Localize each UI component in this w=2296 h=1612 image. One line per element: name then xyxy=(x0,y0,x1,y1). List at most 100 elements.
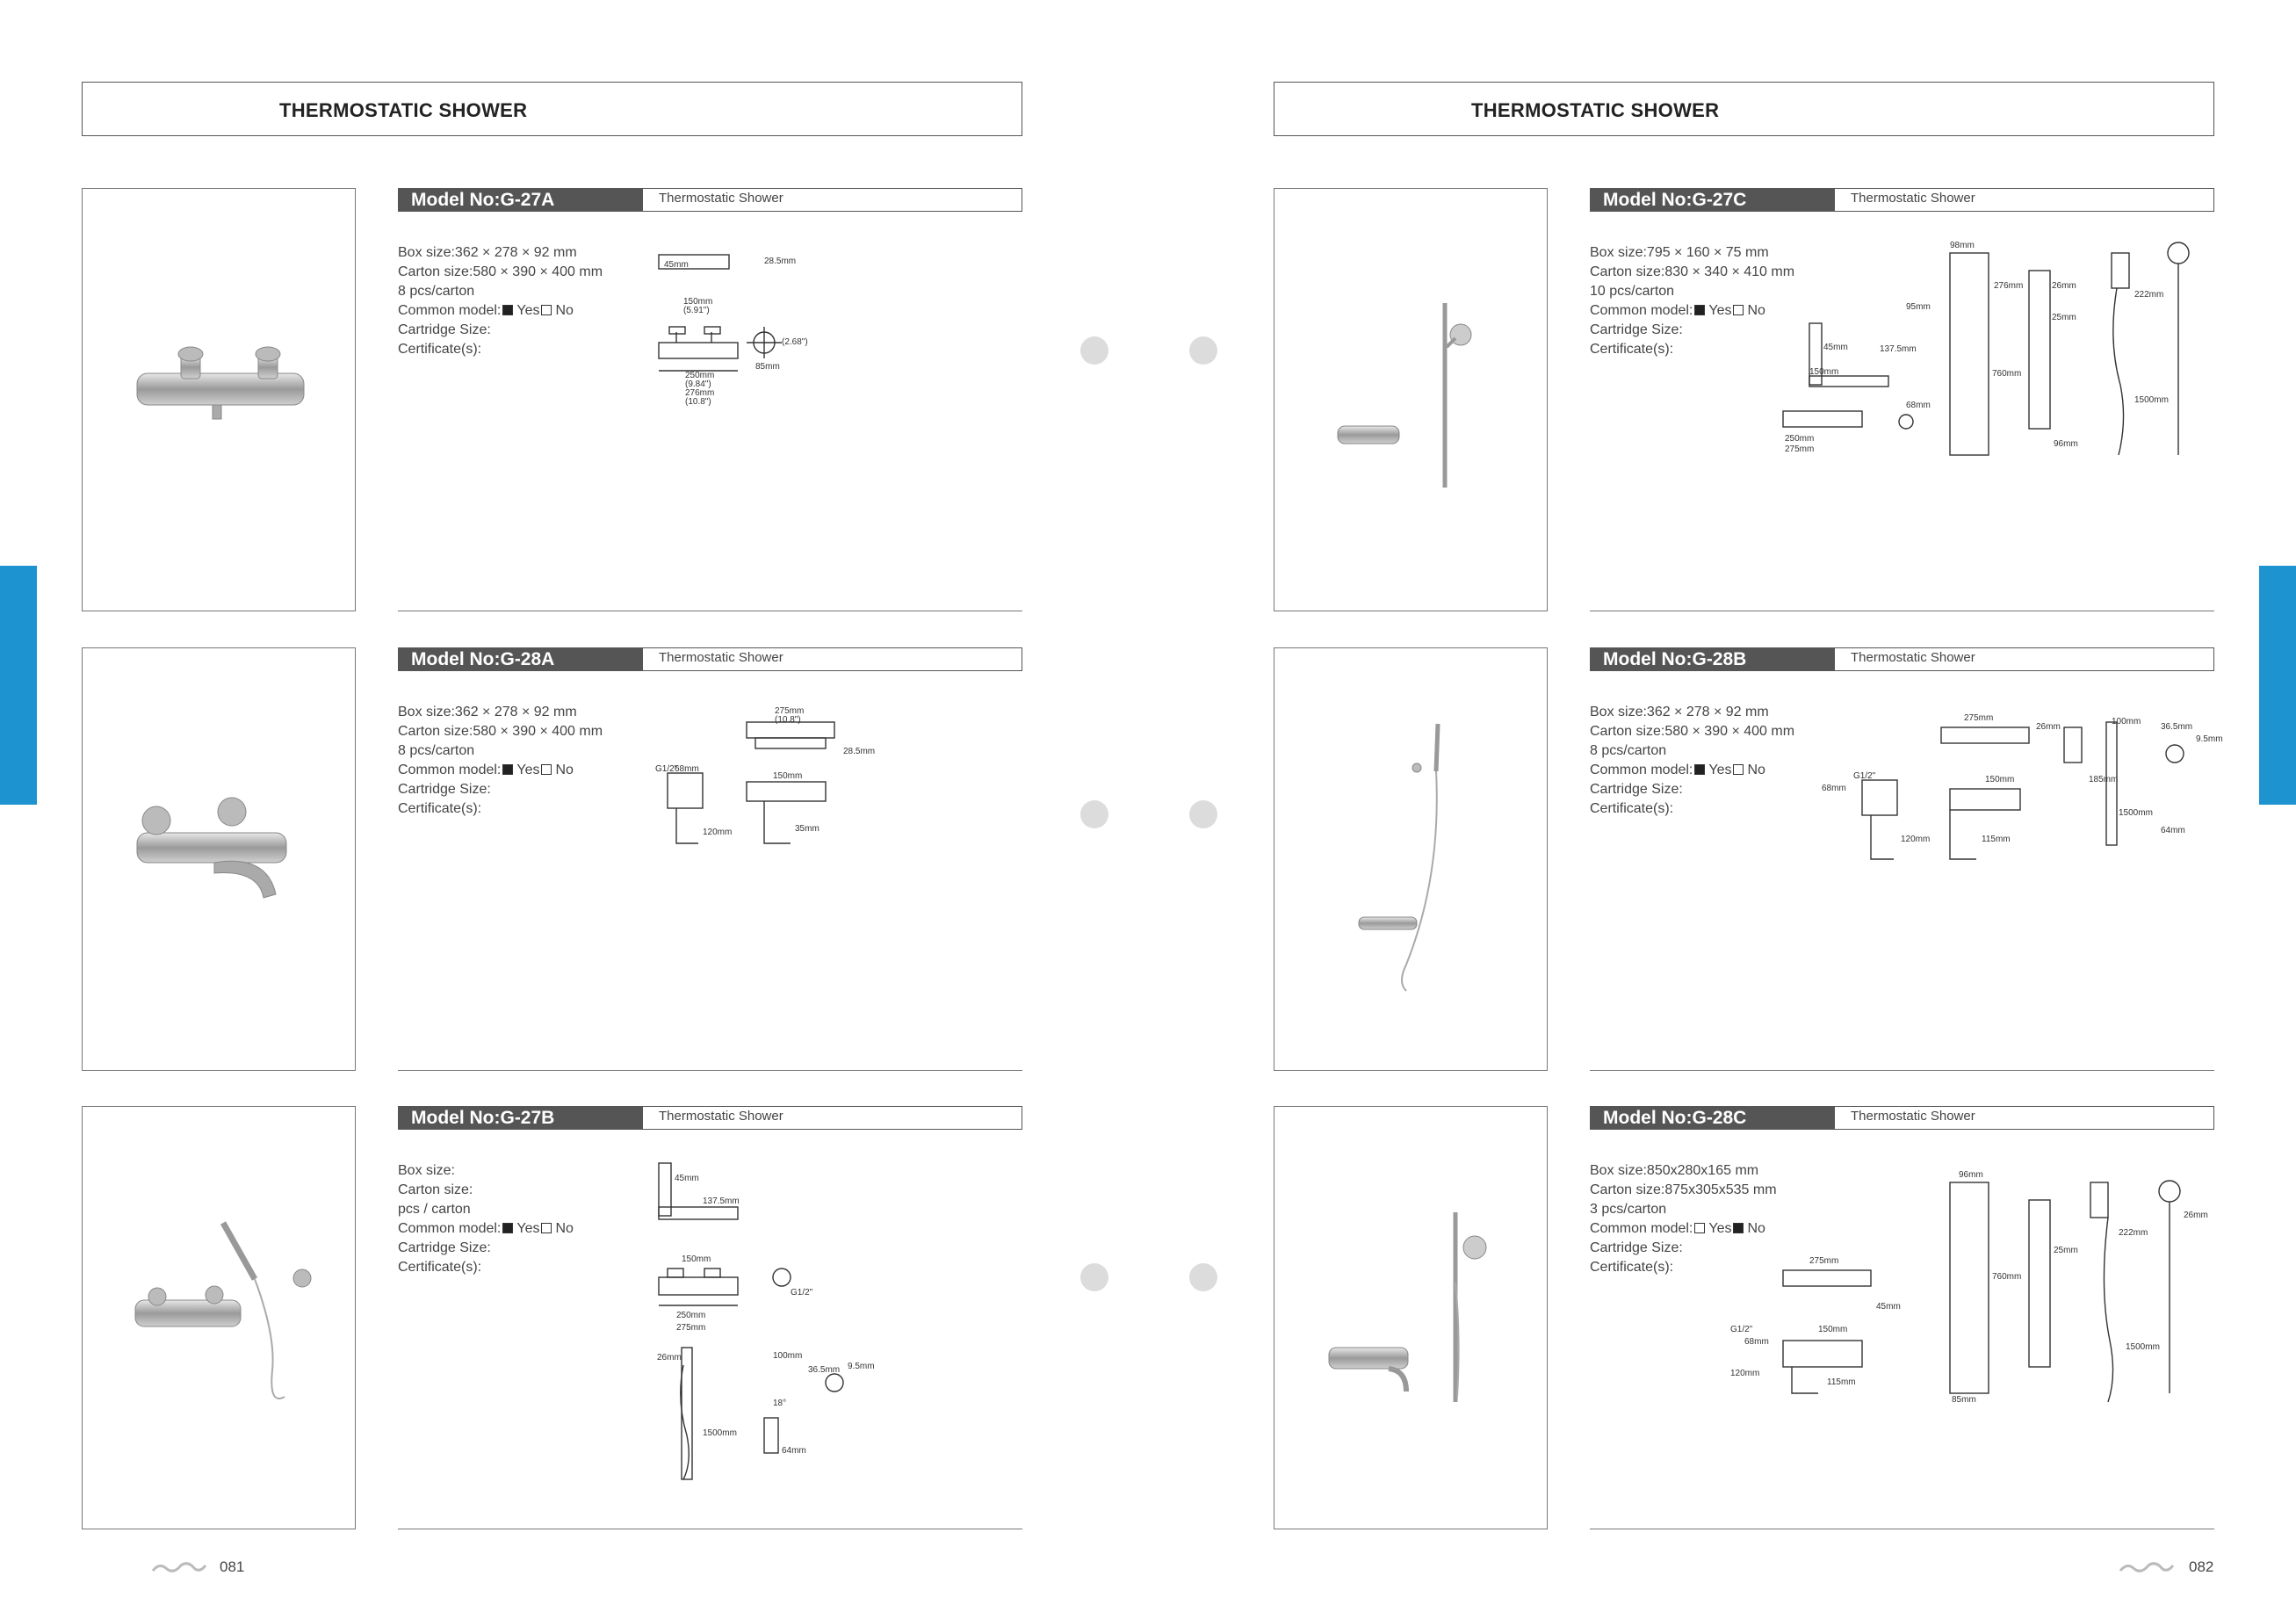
dim-label: 68mm xyxy=(1906,401,1931,410)
dim-label: 18° xyxy=(773,1399,786,1408)
model-number: Model No:G-28A xyxy=(399,648,643,670)
model-number: Model No:G-28B xyxy=(1591,648,1835,670)
dim-label: 26mm xyxy=(2184,1211,2208,1220)
product-photo-g27a xyxy=(82,188,356,611)
thermostatic-valve-hand-shower-icon xyxy=(134,1221,312,1399)
dim-label: 25mm xyxy=(2054,1246,2078,1255)
dim-label: 9.5mm xyxy=(2196,734,2222,744)
product-photo-g27b xyxy=(82,1106,356,1529)
thermostatic-bath-rail-set-icon xyxy=(1328,1212,1487,1402)
section-divider xyxy=(1590,1070,2214,1071)
yes-checkbox xyxy=(502,764,514,775)
left-page-number: 081 xyxy=(220,1558,245,1575)
no-checkbox xyxy=(541,305,552,315)
model-category: Thermostatic Shower xyxy=(659,1109,783,1124)
no-checkbox xyxy=(541,764,552,775)
pcs-per-carton: 10 pcs/carton xyxy=(1590,284,1675,299)
dim-label: 64mm xyxy=(782,1446,806,1456)
brand-logo-icon xyxy=(151,1562,207,1572)
right-section-header: THERMOSTATIC SHOWER xyxy=(1274,82,2214,136)
dim-label: (10.8") xyxy=(685,397,711,407)
gutter-dot xyxy=(1080,1263,1108,1291)
product-photo-g28c xyxy=(1274,1106,1548,1529)
dim-label: (9.84") xyxy=(685,380,711,389)
yes-checkbox xyxy=(1694,1223,1706,1233)
dim-label: 250mm xyxy=(676,1311,705,1320)
specs-g28b: Box size:362 × 278 × 92 mm Carton size:5… xyxy=(1590,703,1794,819)
product-photo-g28a xyxy=(82,647,356,1071)
dim-label: 275mm xyxy=(1809,1256,1838,1266)
dim-label: 250mm xyxy=(685,371,714,380)
thermostatic-bath-hose-set-icon xyxy=(1358,723,1440,992)
dim-label: 26mm xyxy=(2036,722,2061,732)
specs-g27c: Box size:795 × 160 × 75 mm Carton size:8… xyxy=(1590,243,1794,359)
dim-label: 28.5mm xyxy=(764,257,796,266)
cartridge-size: Cartridge Size: xyxy=(398,1240,491,1255)
pcs-per-carton: 8 pcs/carton xyxy=(398,743,475,758)
carton-size: Carton size:830 × 340 × 410 mm xyxy=(1590,264,1795,279)
dim-label: 137.5mm xyxy=(1880,344,1917,354)
model-category: Thermostatic Shower xyxy=(1851,191,1975,206)
model-number: Model No:G-28C xyxy=(1591,1107,1835,1129)
dim-label: 760mm xyxy=(1992,369,2021,379)
product-photo-g28b xyxy=(1274,647,1548,1071)
dim-label: (2.68") xyxy=(782,337,808,347)
carton-size: Carton size:580 × 390 × 400 mm xyxy=(398,724,603,739)
thermostatic-bath-mixer-icon xyxy=(136,797,287,899)
specs-g28a: Box size:362 × 278 × 92 mm Carton size:5… xyxy=(398,703,603,819)
dim-label: 45mm xyxy=(1823,343,1848,352)
cartridge-size: Cartridge Size: xyxy=(1590,1240,1683,1255)
no-checkbox xyxy=(541,1223,552,1233)
dim-label: (10.8") xyxy=(775,715,801,725)
model-category: Thermostatic Shower xyxy=(659,650,783,665)
dim-label: 760mm xyxy=(1992,1272,2021,1282)
dim-label: 98mm xyxy=(1950,241,1975,250)
box-size: Box size: xyxy=(398,1163,455,1178)
dim-label: (5.91") xyxy=(683,306,710,315)
gutter-dot xyxy=(1189,800,1217,828)
dim-label: 120mm xyxy=(1730,1369,1759,1378)
dim-label: 28.5mm xyxy=(843,747,875,756)
dim-label: 26mm xyxy=(2052,281,2076,291)
thermostatic-bar-valve-icon xyxy=(136,346,305,420)
dim-label: 64mm xyxy=(2161,826,2185,835)
carton-size: Carton size: xyxy=(398,1182,473,1197)
no-checkbox xyxy=(1733,305,1744,315)
certificate: Certificate(s): xyxy=(398,1260,482,1275)
dim-label: G1/2" xyxy=(791,1288,813,1298)
box-size: Box size:362 × 278 × 92 mm xyxy=(398,705,577,719)
dim-label: 1500mm xyxy=(2126,1342,2160,1352)
technical-drawing-g27c: 98mm 276mm 26mm 95mm 45mm 137.5mm 150mm … xyxy=(1782,241,2190,456)
dim-label: 150mm xyxy=(683,297,712,307)
model-number: Model No:G-27A xyxy=(399,189,643,211)
technical-drawing-g27a: 45mm 28.5mm 150mm (5.91") (2.68") 85mm 2… xyxy=(658,254,808,407)
dim-label: 45mm xyxy=(664,260,689,270)
model-category: Thermostatic Shower xyxy=(1851,650,1975,665)
product-photo-g27c xyxy=(1274,188,1548,611)
dim-label: 250mm xyxy=(1785,434,1814,444)
gutter-dot xyxy=(1080,336,1108,365)
dim-label: 68mm xyxy=(675,764,699,774)
dim-label: 115mm xyxy=(1982,835,2011,844)
model-bar-g28a: Model No:G-28A Thermostatic Shower xyxy=(398,647,1022,671)
dim-label: 275mm xyxy=(1964,713,1993,723)
dim-label: 85mm xyxy=(755,362,780,372)
model-category: Thermostatic Shower xyxy=(1851,1109,1975,1124)
model-number: Model No:G-27C xyxy=(1591,189,1835,211)
technical-drawing-g28b: 275mm 26mm 100mm 36.5mm 9.5mm G1/2" 68mm… xyxy=(1822,713,2222,860)
dim-label: 26mm xyxy=(657,1353,682,1363)
dim-label: 25mm xyxy=(2052,313,2076,322)
certificate: Certificate(s): xyxy=(1590,1260,1674,1275)
carton-size: Carton size:580 × 390 × 400 mm xyxy=(398,264,603,279)
dim-label: 120mm xyxy=(1901,835,1930,844)
certificate: Certificate(s): xyxy=(1590,342,1674,357)
dim-label: 68mm xyxy=(1822,784,1846,793)
cartridge-size: Cartridge Size: xyxy=(398,782,491,797)
dim-label: 68mm xyxy=(1744,1337,1769,1347)
dim-label: 275mm xyxy=(1785,445,1814,454)
thermostatic-shower-rail-set-icon xyxy=(1337,303,1472,488)
brand-logo-icon xyxy=(2119,1562,2175,1572)
